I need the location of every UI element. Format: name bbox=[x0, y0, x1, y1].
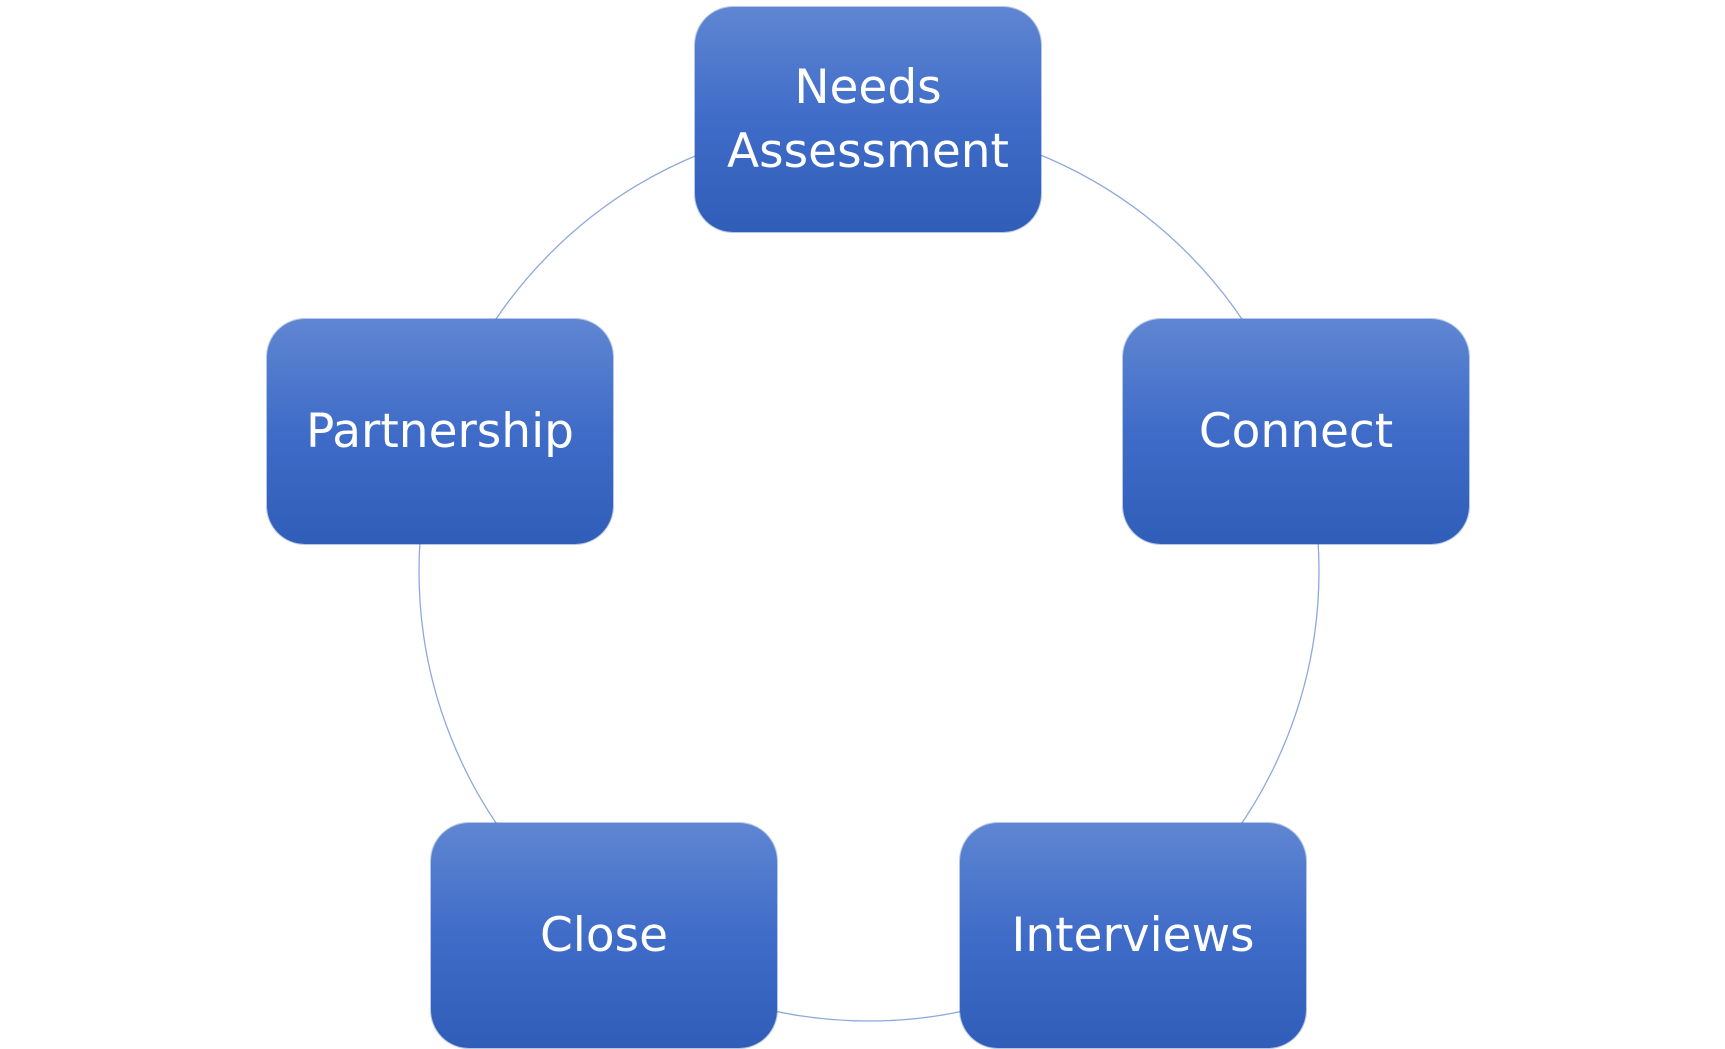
step-connect[interactable]: Connect bbox=[1123, 319, 1469, 544]
step-partnership-label: Partnership bbox=[306, 403, 574, 459]
step-interviews-label: Interviews bbox=[1011, 907, 1255, 963]
step-close[interactable]: Close bbox=[431, 823, 777, 1048]
step-needs-assessment[interactable]: Needs Assessment bbox=[695, 7, 1041, 232]
step-interviews[interactable]: Interviews bbox=[960, 823, 1306, 1048]
step-connect-label: Connect bbox=[1198, 403, 1394, 459]
step-close-label: Close bbox=[539, 907, 669, 963]
step-partnership[interactable]: Partnership bbox=[267, 319, 613, 544]
step-needs-assessment-label: Needs Assessment bbox=[727, 59, 1009, 179]
